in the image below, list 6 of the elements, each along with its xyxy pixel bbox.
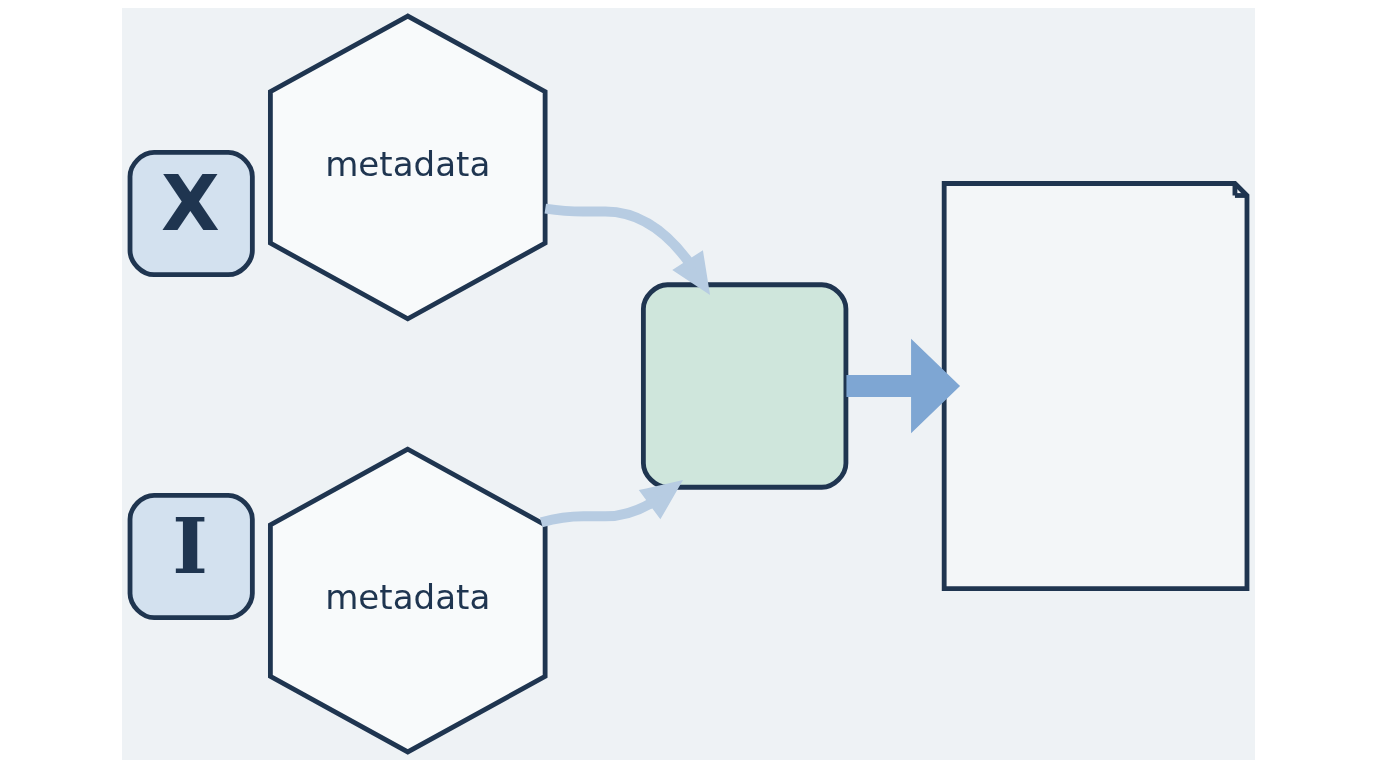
arrow xyxy=(544,203,710,296)
node-box xyxy=(640,282,848,490)
arrow xyxy=(845,338,960,434)
node-box: X xyxy=(127,150,255,278)
arrow xyxy=(539,479,683,528)
node-box: I xyxy=(127,492,255,621)
